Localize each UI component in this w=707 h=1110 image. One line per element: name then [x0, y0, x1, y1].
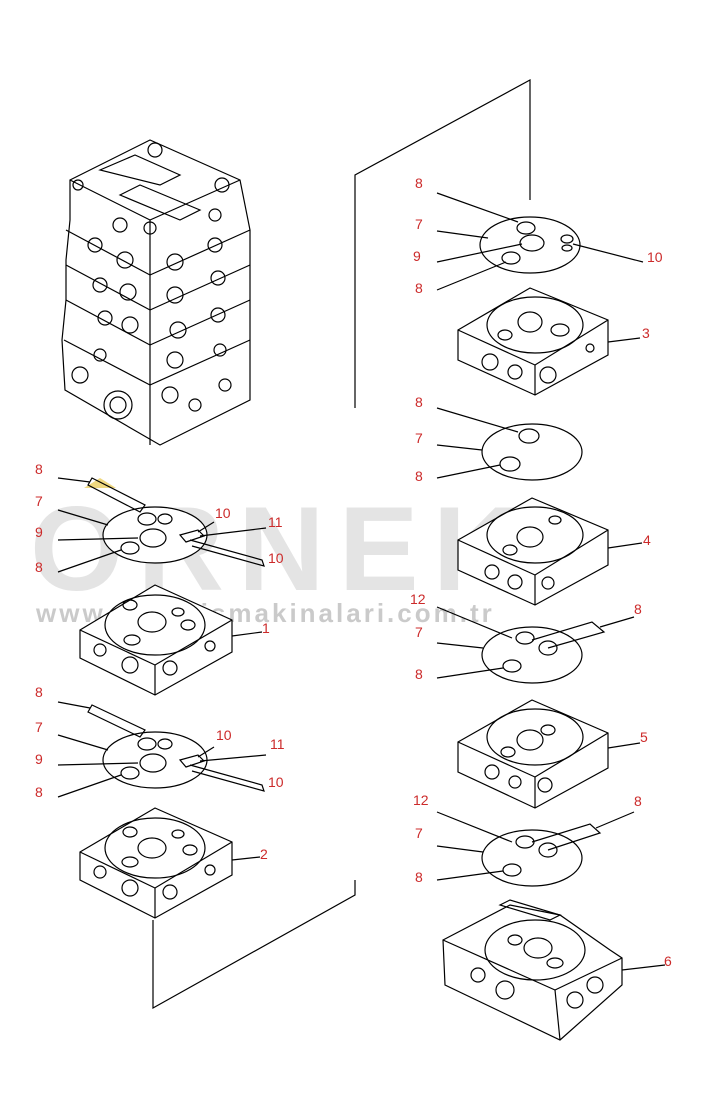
callout-7: 7: [35, 493, 43, 509]
callout-7: 7: [415, 430, 423, 446]
callout-8: 8: [634, 793, 642, 809]
callout-9: 9: [35, 751, 43, 767]
callout-10: 10: [215, 505, 231, 521]
callout-11: 11: [270, 736, 285, 752]
gasket-plate-d: [436, 811, 635, 887]
callout-2: 2: [260, 846, 268, 862]
callout-11: 11: [268, 514, 283, 530]
callout-1: 1: [262, 620, 270, 636]
gasket-plate-b: [436, 407, 583, 481]
callout-4: 4: [643, 532, 651, 548]
valve-section-5: [457, 699, 641, 809]
callout-8: 8: [415, 394, 423, 410]
gasket-plate-e: [57, 477, 267, 573]
callout-8: 8: [35, 684, 43, 700]
callout-3: 3: [642, 325, 650, 341]
valve-section-3: [457, 287, 641, 396]
callout-8: 8: [35, 461, 43, 477]
callout-12: 12: [413, 792, 429, 808]
callout-6: 6: [664, 953, 672, 969]
callout-9: 9: [35, 524, 43, 540]
valve-section-1: [79, 584, 263, 696]
gasket-plate-a: [436, 192, 644, 291]
callout-7: 7: [415, 624, 423, 640]
callout-10: 10: [647, 249, 663, 265]
callout-8: 8: [415, 175, 423, 191]
callout-10: 10: [268, 550, 284, 566]
connector-lines: [152, 78, 531, 1010]
callout-8: 8: [415, 869, 423, 885]
callout-7: 7: [415, 825, 423, 841]
valve-section-2: [79, 807, 261, 919]
callout-7: 7: [415, 216, 423, 232]
gasket-plate-c: [436, 606, 635, 684]
callout-8: 8: [415, 666, 423, 682]
callout-8: 8: [35, 784, 43, 800]
callout-10: 10: [216, 727, 232, 743]
callout-8: 8: [634, 601, 642, 617]
callout-8: 8: [415, 280, 423, 296]
callout-9: 9: [413, 248, 421, 264]
valve-section-4: [457, 497, 643, 606]
callout-8: 8: [35, 559, 43, 575]
callout-10: 10: [268, 774, 284, 790]
valve-section-6: [442, 899, 666, 1041]
callout-12: 12: [410, 591, 426, 607]
callout-5: 5: [640, 729, 648, 745]
assembled-valve-stack: [61, 139, 251, 446]
callout-7: 7: [35, 719, 43, 735]
gasket-plate-f: [57, 701, 267, 798]
callout-8: 8: [415, 468, 423, 484]
